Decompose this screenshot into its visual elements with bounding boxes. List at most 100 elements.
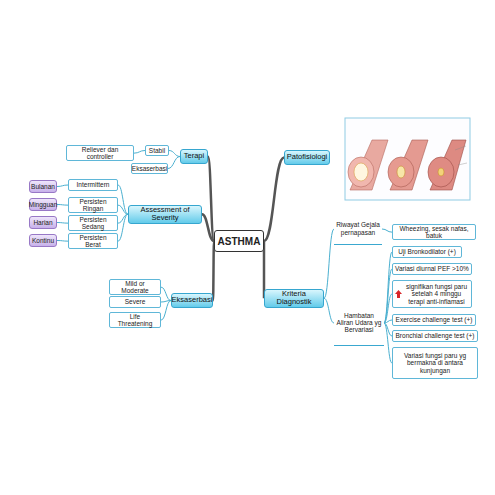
text-stack: Kontinu (32, 237, 54, 244)
text-stack: Mild or Moderate (112, 280, 158, 294)
text-stack: Hambatan Aliran Udara yg Bervariasi (336, 312, 382, 333)
node-text: Severe (125, 298, 146, 305)
text-stack: Harian (33, 219, 52, 226)
topic-connector (57, 222, 68, 224)
node-text: Intermittern (77, 181, 110, 188)
text-stack: Reliever dan controller (69, 146, 131, 160)
topic-connector (384, 252, 392, 323)
text-stack: Uji Bronkodilator (+) (398, 248, 456, 255)
topic-box: Eksaserbasi (131, 163, 168, 174)
topic-connector (384, 323, 392, 363)
topic-connector (118, 205, 128, 214)
topic-box: Life Threatening (109, 312, 161, 328)
topic-connector (169, 151, 180, 157)
node-text: signifikan fungsi paru setelah 4 minggu … (404, 283, 469, 304)
central-box: ASTHMA (214, 230, 264, 252)
topic-connector (118, 214, 128, 241)
topic-box: Persisten Berat (68, 233, 118, 249)
branch-connector (202, 214, 214, 241)
node-text: Hambatan Aliran Udara yg Bervariasi (336, 312, 382, 333)
text-stack: Wheezing, sesak nafas, batuk (395, 225, 473, 239)
branch-box: Terapi (180, 149, 208, 164)
node-text: Riwayat Gejala pernapasan (336, 221, 380, 235)
text-stack: Patofisiologi (287, 153, 327, 161)
text-stack: Kriteria Diagnostik (267, 290, 321, 307)
topic-box: Uji Bronkodilator (+) (392, 246, 462, 258)
text-stack: Variasi diurnal PEF >10% (395, 265, 469, 272)
text-stack: Eksaserbasi (172, 296, 213, 304)
topic-box: Persisten Sedang (68, 215, 118, 231)
topic-connector (57, 204, 68, 206)
topic-box: signifikan fungsi paru setelah 4 minggu … (392, 280, 472, 308)
topic-box: Variasi diurnal PEF >10% (392, 263, 472, 275)
branch-connector (264, 158, 284, 242)
node-text: ASTHMA (218, 236, 261, 247)
topic-connector (118, 185, 128, 214)
topic-connector (57, 240, 68, 242)
topic-connector (384, 269, 392, 323)
node-text: Reliever dan controller (69, 146, 131, 160)
node-text: Stabil (149, 147, 165, 154)
topic-box: Bronchial challenge test (+) (392, 330, 478, 342)
node-text: Variasi diurnal PEF >10% (395, 265, 469, 272)
branch-box: Eksaserbasi (171, 293, 213, 308)
node-text: Kriteria Diagnostik (267, 290, 321, 307)
node-text: Mingguan (29, 201, 58, 208)
topic-connector (168, 157, 180, 169)
topic-box: Stabil (145, 145, 169, 156)
node-text: Patofisiologi (287, 153, 327, 161)
node-text: Terapi (184, 152, 204, 160)
topic-box: Exercise challenge test (+) (392, 314, 476, 326)
node-text: Assessment of Severity (131, 206, 199, 223)
node-text: Life Threatening (112, 313, 158, 327)
branch-box: Patofisiologi (284, 150, 330, 165)
frequency-tag: Kontinu (29, 234, 57, 247)
text-stack: Stabil (149, 147, 165, 154)
node-text: Kontinu (32, 237, 54, 244)
topic-connector (324, 298, 334, 323)
topic-connector (382, 229, 392, 232)
topic-connector (384, 294, 392, 323)
topic-box: Mild or Moderate (109, 279, 161, 295)
text-stack: Persisten Sedang (71, 216, 115, 230)
text-stack: signifikan fungsi paru setelah 4 minggu … (404, 283, 469, 304)
topic-box: Intermittern (68, 179, 118, 191)
node-text: Persisten Sedang (71, 216, 115, 230)
text-stack: Persisten Ringan (71, 198, 115, 212)
node-text: Mild or Moderate (112, 280, 158, 294)
topic-connector (161, 301, 171, 321)
text-stack: Bulanan (31, 183, 55, 190)
text-stack: Life Threatening (112, 313, 158, 327)
text-stack: Persisten Berat (71, 234, 115, 248)
text-stack: Mingguan (29, 201, 58, 208)
node-text: Wheezing, sesak nafas, batuk (395, 225, 473, 239)
node-text: Persisten Ringan (71, 198, 115, 212)
branch-box: Kriteria Diagnostik (264, 289, 324, 308)
topic-connector (324, 229, 334, 298)
frequency-tag: Bulanan (29, 180, 57, 193)
topic-box: Wheezing, sesak nafas, batuk (392, 224, 476, 240)
text-stack: Exercise challenge test (+) (396, 316, 473, 323)
text-stack: Variasi fungsi paru yg bermakna di antar… (395, 352, 475, 373)
airway-illustration (345, 118, 470, 200)
node-text: Bronchial challenge test (+) (396, 332, 475, 339)
topic-connector (57, 185, 68, 187)
topic-box: Reliever dan controller (66, 145, 134, 161)
branch-box: Assessment of Severity (128, 205, 202, 224)
topic-box: Severe (109, 296, 161, 308)
frequency-tag: Harian (29, 216, 57, 229)
topic-connector (384, 320, 392, 323)
text-stack: Eksaserbasi (132, 165, 167, 172)
text-stack: Intermittern (77, 181, 110, 188)
text-stack: Severe (125, 298, 146, 305)
topic-box: Persisten Ringan (68, 197, 118, 213)
text-stack: ASTHMA (218, 236, 261, 247)
node-text: Variasi fungsi paru yg bermakna di antar… (395, 352, 475, 373)
text-stack: Bronchial challenge test (+) (396, 332, 475, 339)
subtopic-label: Riwayat Gejala pernapasan (334, 213, 382, 245)
frequency-tag: Mingguan (29, 198, 57, 211)
node-text: Persisten Berat (71, 234, 115, 248)
increase-arrow-icon (395, 290, 402, 298)
node-text: Exercise challenge test (+) (396, 316, 473, 323)
